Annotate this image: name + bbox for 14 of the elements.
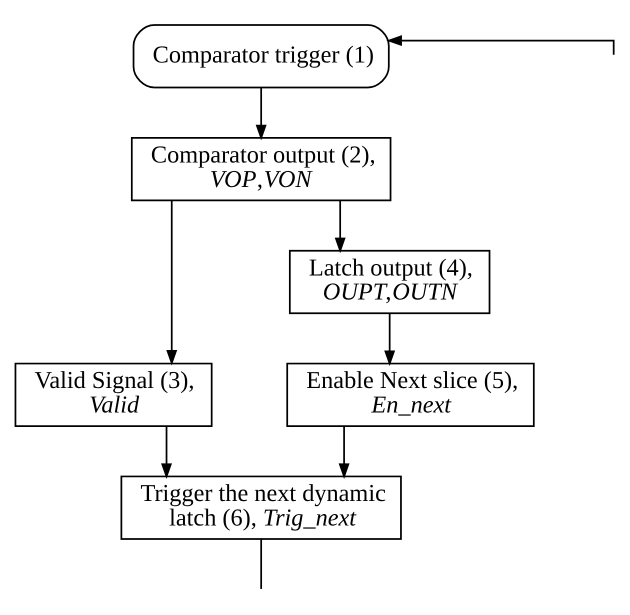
arrow — [256, 87, 267, 140]
node-box: Latch output (4), OUPT,OUTN — [288, 249, 490, 314]
arrow — [384, 312, 396, 366]
arrow — [334, 200, 346, 253]
connector — [260, 538, 262, 588]
arrow — [166, 200, 178, 366]
node-box: Trigger the next dynamic latch (6), Trig_next — [120, 475, 402, 540]
arrow — [338, 426, 350, 479]
node-box: Enable Next slice (5), En_next — [286, 362, 535, 426]
node-box: Valid Signal (3), Valid — [14, 362, 213, 426]
node-box: Comparator trigger (1) — [132, 24, 390, 88]
node-box: Comparator output (2), VOP,VON — [130, 136, 392, 201]
arrow — [161, 426, 172, 479]
arrow — [386, 34, 615, 54]
